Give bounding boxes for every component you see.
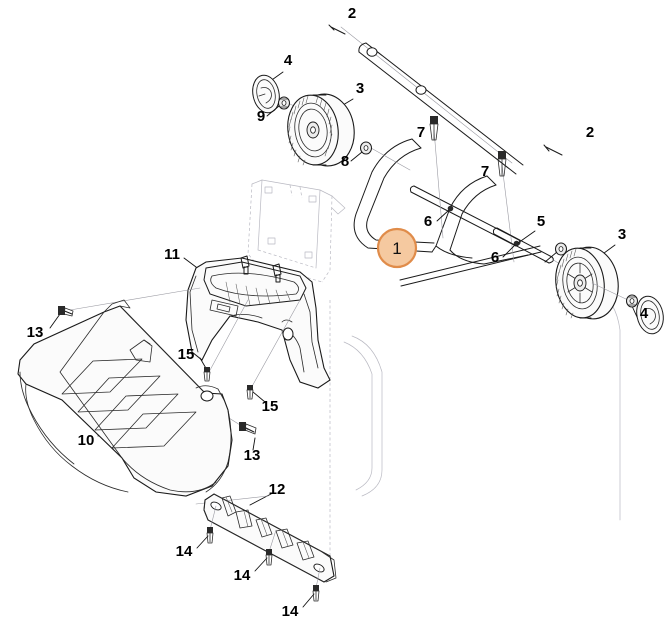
callout-labels: 2 4 3 9 8 2 7 7 6 6 5 3 4 11 13 15 15 10… [27,5,649,620]
callout-label-2-upper: 2 [348,5,356,22]
callout-label-5: 5 [537,213,545,230]
part-8-washer-right [544,242,567,263]
part-4-hub-cap-right [636,295,664,335]
callout-label-2-right: 2 [586,124,594,141]
part-7-screw-right [497,151,515,263]
callout-label-12: 12 [269,481,286,498]
part-15-screw-right [246,299,301,403]
part-7-screw-left [429,116,444,239]
part-5-axle-rod [492,227,567,269]
callout-label-6-left: 6 [424,213,432,230]
callout-label-10: 10 [78,432,95,449]
part-8-washer-left [350,141,411,171]
callout-label-14-1: 14 [176,543,193,560]
callout-label-14-3: 14 [282,603,299,620]
highlight-bubble-1[interactable]: 1 [376,227,418,269]
part-14-screw-2 [254,529,277,572]
part-14-screw-3 [302,567,321,608]
callout-label-14-2: 14 [234,567,251,584]
part-13-screw-upper [49,287,201,329]
callout-label-7-left: 7 [417,124,425,141]
callout-label-13-lower: 13 [244,447,261,464]
part-11-housing [183,255,331,389]
part-10-deflector-flap [17,299,233,497]
part-3-wheel-left [287,93,355,167]
part-15-screw-left [199,299,249,382]
part-3-wheel-right [555,244,619,320]
part-12-scraper-bar [195,493,337,583]
part-14-screw-1 [196,505,217,549]
highlight-bubble-circle[interactable] [376,227,418,269]
part-6-pin-left [436,205,454,222]
callout-label-7-right: 7 [481,163,489,180]
callout-label-6-right: 6 [491,249,499,266]
highlight-bubble-label: 1 [392,239,401,258]
part-2-screw-right [543,144,563,156]
callout-label-3-left: 3 [356,80,364,97]
callout-label-15-left: 15 [178,346,195,363]
part-9-nut-right [591,282,638,318]
callout-label-4-left: 4 [284,52,293,69]
callout-label-11: 11 [164,246,180,263]
callout-label-13-upper: 13 [27,324,44,341]
callout-label-3-right: 3 [618,226,626,243]
callout-label-4-right: 4 [640,305,649,322]
callout-label-15-right: 15 [262,398,279,415]
callout-label-8-left: 8 [341,153,349,170]
part-4-hub-cap-left [252,71,284,114]
callout-label-9-left: 9 [257,108,265,125]
